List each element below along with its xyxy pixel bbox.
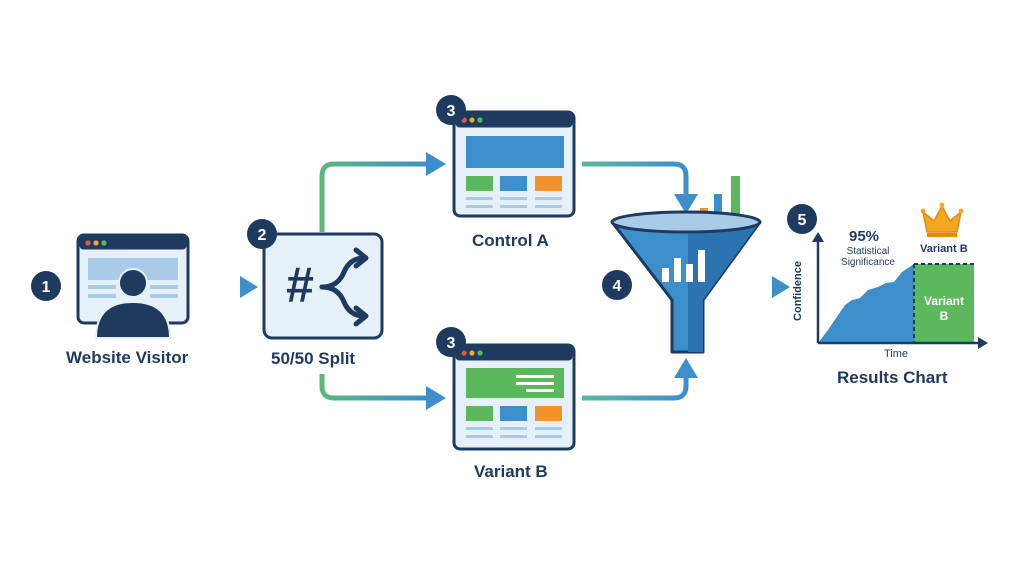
significance-percent: 95% <box>849 228 880 245</box>
step-badge-4: 4 <box>602 270 632 300</box>
svg-text:4: 4 <box>613 278 622 295</box>
svg-text:2: 2 <box>258 227 267 244</box>
label-variant-b: Variant B <box>474 462 548 481</box>
hash-symbol: # <box>286 257 314 313</box>
svg-text:1: 1 <box>42 279 51 296</box>
control-a-window <box>452 110 576 218</box>
connector-funnel-to-results <box>730 276 790 298</box>
user-icon <box>94 268 172 339</box>
connector-split-to-variant <box>319 374 446 410</box>
crown-icon <box>920 202 964 237</box>
label-split: 50/50 Split <box>271 349 356 368</box>
label-website-visitor: Website Visitor <box>66 348 189 367</box>
winner-label: Variant B <box>920 243 968 255</box>
step-badge-1: 1 <box>31 271 61 301</box>
split-arrows-icon <box>319 247 369 327</box>
winner-box-line1: Variant <box>923 294 965 308</box>
svg-text:3: 3 <box>447 335 456 352</box>
variant-b-window <box>452 343 576 451</box>
label-control-a: Control A <box>472 231 549 250</box>
connector-split-to-control <box>319 152 446 232</box>
bar-chart-icon <box>662 250 705 282</box>
funnel-icon <box>610 210 762 354</box>
connector-variant-to-funnel <box>582 358 698 401</box>
step-badge-5: 5 <box>787 204 817 234</box>
winner-box-line2: B <box>939 309 949 323</box>
step-badge-3-variant: 3 <box>436 327 466 357</box>
step-badge-2: 2 <box>247 219 277 249</box>
x-axis-label: Time <box>884 348 909 360</box>
svg-text:5: 5 <box>798 212 807 229</box>
significance-label-line1: Statistical <box>846 246 890 257</box>
significance-label-line2: Significance <box>841 257 895 268</box>
connector-control-to-funnel <box>582 161 698 214</box>
connector-visitor-to-split <box>196 276 258 298</box>
y-axis-label: Confidence <box>791 261 804 321</box>
svg-text:3: 3 <box>447 103 456 120</box>
results-chart <box>812 232 988 349</box>
step-badge-3-control: 3 <box>436 95 466 125</box>
label-results-chart: Results Chart <box>837 368 948 387</box>
